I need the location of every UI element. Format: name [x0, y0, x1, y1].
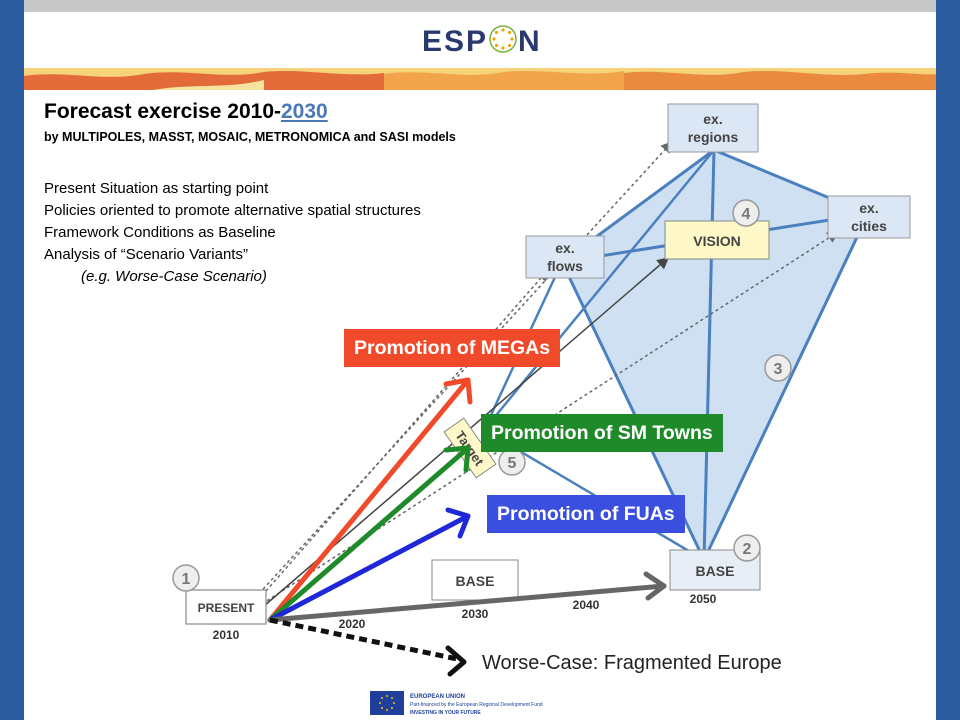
label-promotion-sm-towns: Promotion of SM Towns — [481, 414, 723, 452]
arrow-sm-towns — [267, 445, 471, 623]
svg-text:3: 3 — [774, 361, 783, 378]
node-ex-cities: ex. cities — [827, 195, 911, 239]
svg-text:PRESENT: PRESENT — [198, 601, 255, 615]
svg-text:cities: cities — [851, 218, 887, 234]
arrow-base — [267, 571, 667, 623]
svg-text:2: 2 — [743, 541, 752, 558]
slide-subtitle: by MULTIPOLES, MASST, MOSAIC, METRONOMIC… — [44, 130, 456, 144]
arrow-worse-case — [269, 617, 467, 677]
right-side-bar — [936, 0, 960, 720]
marker-3: 3 — [764, 354, 792, 382]
svg-text:ex.: ex. — [703, 111, 722, 127]
year-2050: 2050 — [690, 592, 717, 606]
arrow-fuas — [267, 507, 471, 623]
svg-text:VISION: VISION — [693, 233, 740, 249]
year-2030: 2030 — [462, 607, 489, 621]
description-line: Analysis of “Scenario Variants” — [44, 246, 248, 263]
svg-text:5: 5 — [508, 455, 517, 472]
logo-text-right: N — [518, 25, 540, 58]
footer-line-1: EUROPEAN UNION — [410, 694, 465, 700]
title-link-2030: 2030 — [281, 100, 328, 123]
label-worse-case: Worse-Case: Fragmented Europe — [482, 652, 782, 674]
node-present: PRESENT — [185, 589, 267, 625]
footer-line-2: Part-financed by the European Regional D… — [410, 702, 543, 708]
marker-5: 5 — [498, 448, 526, 476]
dashed-to-flows — [257, 268, 549, 601]
year-2020: 2020 — [339, 617, 366, 631]
svg-text:4: 4 — [742, 206, 751, 223]
year-2040: 2040 — [573, 598, 600, 612]
marker-4: 4 — [732, 199, 760, 227]
node-vision: VISION — [664, 220, 770, 260]
svg-text:ex.: ex. — [859, 200, 878, 216]
node-base-2030: BASE — [431, 559, 519, 601]
logo-stars-icon — [492, 28, 514, 50]
svg-text:ex.: ex. — [555, 240, 574, 256]
svg-text:BASE: BASE — [696, 563, 735, 579]
map-strip-image — [24, 68, 936, 92]
footer-line-3: INVESTING IN YOUR FUTURE — [410, 710, 481, 716]
label-promotion-megas: Promotion of MEGAs — [344, 329, 561, 367]
espon-logo: ESP N — [422, 25, 540, 58]
logo-text-left: ESP — [422, 25, 488, 58]
marker-1: 1 — [172, 564, 200, 592]
svg-text:1: 1 — [182, 571, 191, 588]
description-list: Present Situation as starting point Poli… — [44, 178, 421, 288]
year-2010: 2010 — [213, 628, 240, 642]
svg-text:flows: flows — [547, 258, 583, 274]
eu-footer-logo: EUROPEAN UNION Part-financed by the Euro… — [370, 691, 543, 716]
node-ex-regions: ex. regions — [667, 103, 759, 153]
dashed-to-regions — [254, 140, 674, 599]
left-side-bar — [0, 0, 24, 720]
svg-text:BASE: BASE — [456, 573, 495, 589]
arrow-megas — [267, 377, 473, 623]
description-line-italic: (e.g. Worse-Case Scenario) — [81, 268, 267, 285]
slide-title: Forecast exercise 2010-2030 — [44, 100, 328, 123]
label-promotion-fuas: Promotion of FUAs — [487, 495, 685, 533]
svg-text:regions: regions — [688, 129, 739, 145]
description-line: Framework Conditions as Baseline — [44, 224, 276, 241]
vision-spine — [702, 149, 716, 561]
marker-2: 2 — [733, 534, 761, 562]
top-grey-band — [24, 0, 936, 12]
description-line: Present Situation as starting point — [44, 180, 269, 197]
node-ex-flows: ex. flows — [525, 235, 605, 279]
description-line: Policies oriented to promote alternative… — [44, 202, 421, 219]
eu-flag-icon — [370, 691, 404, 715]
